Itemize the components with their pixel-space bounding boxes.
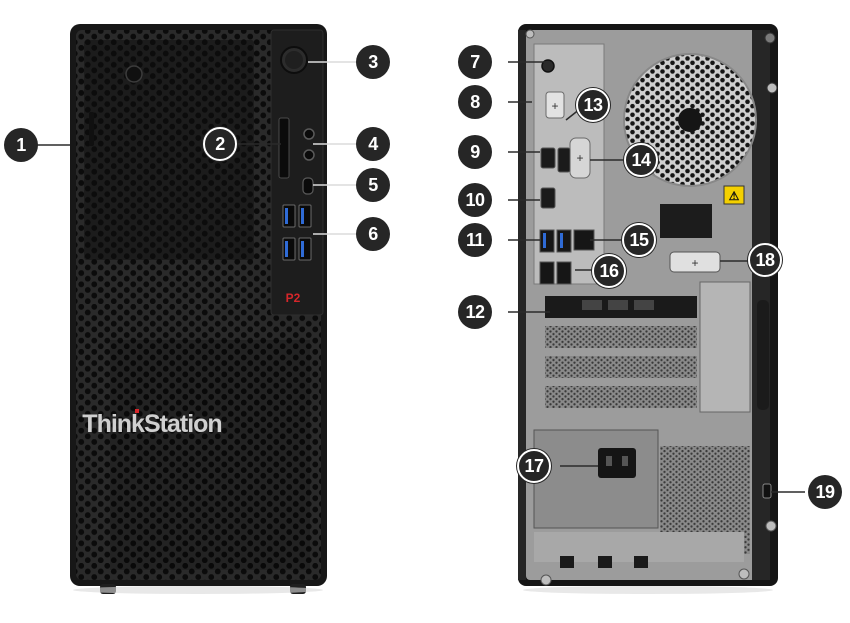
callout-7: 7 [458, 45, 492, 79]
audio-jack-icon[interactable] [303, 149, 315, 161]
callout-9: 9 [458, 135, 492, 169]
callout-6: 6 [356, 217, 390, 251]
warning-icon [723, 185, 745, 205]
front-chassis [70, 24, 327, 594]
displayport-icon[interactable] [557, 147, 571, 173]
serial-knockout-icon [669, 251, 721, 273]
optical-drive-eject-icon[interactable] [125, 65, 143, 83]
expansion-slots [545, 281, 769, 413]
callout-8: 8 [458, 85, 492, 119]
svg-text:+: + [691, 256, 698, 270]
antenna-connector-icon[interactable] [541, 59, 555, 73]
callout-1: 1 [4, 128, 38, 162]
callout-10: 10 [458, 183, 492, 217]
model-badge: P2 [286, 291, 301, 305]
usb-c-icon[interactable] [302, 177, 314, 195]
callout-5: 5 [356, 168, 390, 202]
callout-12: 12 [458, 295, 492, 329]
svg-text:+: + [551, 99, 558, 113]
callout-11: 11 [458, 223, 492, 257]
security-lock-slot-icon[interactable] [762, 483, 772, 499]
callout-13: 13 [576, 88, 610, 122]
callout-2: 2 [203, 127, 237, 161]
svg-text:⚠: ⚠ [729, 189, 740, 203]
sd-card-slot-icon[interactable] [278, 117, 290, 179]
callout-19: 19 [808, 475, 842, 509]
front-io-panel: P2 [270, 29, 324, 316]
serial-port-icon[interactable] [545, 91, 565, 119]
rear-chassis: + + ⚠ + [518, 24, 778, 594]
brand-logo: ThinkStation [82, 410, 221, 438]
usb-a-icon[interactable] [282, 204, 312, 261]
audio-jack-icon[interactable] [303, 128, 315, 140]
svg-text:+: + [576, 151, 583, 165]
displayport-icon[interactable] [540, 147, 556, 169]
callout-16: 16 [592, 254, 626, 288]
callout-15: 15 [622, 223, 656, 257]
rear-usb-ports[interactable] [539, 229, 572, 285]
power-supply [533, 429, 659, 529]
callout-17: 17 [517, 449, 551, 483]
callout-14: 14 [624, 143, 658, 177]
displayport-icon[interactable] [540, 187, 556, 209]
callout-3: 3 [356, 45, 390, 79]
power-inlet-icon[interactable] [598, 448, 636, 478]
callout-18: 18 [748, 243, 782, 277]
callout-4: 4 [356, 127, 390, 161]
